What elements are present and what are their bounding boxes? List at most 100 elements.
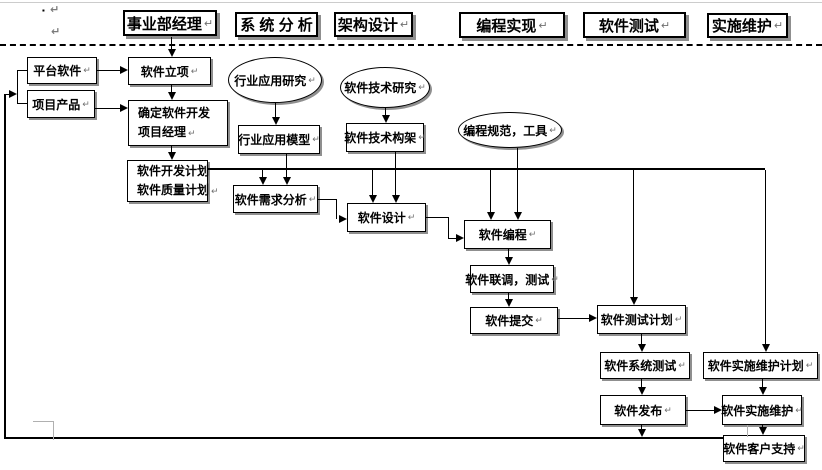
node-project-product: 项目产品↵	[27, 90, 95, 118]
node-software-submission: 软件提交↵	[470, 307, 558, 334]
arrowhead-right	[120, 66, 128, 74]
canvas-top-edge	[0, 2, 822, 3]
paragraph-return-icon: ↵	[551, 273, 559, 284]
trunk-line	[208, 168, 765, 170]
paragraph-return-icon: ↵	[795, 404, 803, 415]
paragraph-return-icon: ↵	[660, 19, 671, 32]
connector-line	[336, 199, 337, 219]
paragraph-return-icon: ↵	[308, 74, 316, 85]
node-software-test-plan: 软件测试计划↵	[597, 305, 686, 334]
arrowhead-right	[9, 90, 17, 98]
node-platform-software: 平台软件↵	[27, 57, 97, 84]
arrowhead-down	[630, 297, 638, 305]
node-label: 软件测试计划	[600, 313, 673, 327]
connector-line	[517, 148, 518, 213]
node-implementation-maintenance: 软件实施维护↵	[721, 395, 803, 425]
node-label: 行业应用模型	[238, 133, 311, 147]
arrowhead-down	[759, 427, 767, 435]
lane-label: 编程实现	[476, 17, 537, 35]
lane-software-testing: 软件测试↵	[583, 12, 686, 38]
connector-line	[558, 318, 589, 319]
arrowhead-down	[638, 429, 646, 437]
bracket-line	[17, 70, 27, 71]
node-implementation-maintenance-plan: 软件实施维护计划↵	[703, 352, 818, 379]
feedback-left-line	[4, 94, 6, 439]
arrowhead-down	[283, 177, 291, 185]
paragraph-return-icon: ↵	[407, 212, 416, 222]
paragraph-return-icon: ↵	[773, 20, 784, 32]
node-determine-project-manager: 确定软件开发 项目经理↵	[128, 100, 228, 146]
paragraph-return-icon: ↵	[678, 360, 686, 370]
node-label-line1: 确定软件开发	[138, 105, 211, 120]
node-software-technology-research: 软件技术研究↵	[340, 67, 430, 108]
paragraph-return-icon: ↵	[805, 360, 814, 370]
paragraph-return-icon: ↵	[538, 19, 548, 32]
connector-line	[275, 103, 276, 118]
connector-line	[171, 37, 172, 50]
arrowhead-down	[505, 257, 513, 265]
arrowhead-down	[168, 49, 176, 57]
node-software-coding: 软件编程↵	[464, 220, 551, 249]
node-label: 软件实施维护计划	[707, 359, 804, 373]
connector-line	[762, 379, 763, 388]
connector-line	[641, 334, 642, 345]
node-label: 软件技术研究	[344, 81, 417, 95]
lane-label: 事业部经理	[126, 15, 202, 33]
connector-line	[372, 170, 373, 196]
node-system-test: 软件系统测试↵	[600, 352, 690, 379]
paragraph-return-icon: ↵	[535, 315, 543, 325]
arrowhead-right	[714, 406, 722, 414]
paragraph-return-icon: ↵	[399, 19, 410, 31]
lane-label: 架构设计	[337, 17, 398, 34]
node-label: 软件联调，测试	[465, 272, 550, 287]
arrowhead-down	[638, 344, 646, 352]
connector-line	[508, 293, 509, 300]
connector-line	[385, 108, 386, 116]
connector-line	[762, 425, 763, 428]
node-customer-support: 软件客户支持↵	[723, 435, 805, 462]
arrowhead-down	[487, 212, 495, 220]
paragraph-return-icon: ↵	[190, 65, 199, 76]
paragraph-return-icon: ↵	[82, 98, 90, 109]
connector-line	[641, 425, 642, 430]
node-software-technology-architecture: 软件技术构架↵	[344, 123, 426, 152]
node-software-design: 软件设计↵	[347, 203, 426, 232]
arrowhead-down	[369, 195, 377, 203]
arrowhead-down	[505, 299, 513, 307]
paragraph-return-icon: ↵	[549, 124, 557, 135]
connector-line	[426, 217, 448, 218]
arrowhead-down	[259, 177, 267, 185]
node-label: 行业应用研究	[234, 73, 307, 88]
connector-line	[448, 238, 457, 239]
paragraph-return-icon: ↵	[308, 193, 317, 204]
node-label: 软件需求分析	[234, 192, 307, 207]
lane-label: 系 统 分 析	[240, 17, 313, 34]
arrowhead-down	[382, 115, 390, 123]
lane-architecture-design: 架构设计↵	[334, 12, 413, 37]
arrowhead-right	[456, 234, 464, 242]
arrowhead-right	[589, 314, 597, 322]
arrowhead-down	[168, 152, 176, 160]
arrowhead-down	[272, 117, 280, 125]
node-label: 软件编程	[478, 228, 527, 242]
node-label-line1: 软件开发计划	[137, 163, 210, 178]
paragraph-return-icon: ↵	[418, 82, 426, 92]
node-joint-debug-test: 软件联调，测试↵	[465, 265, 559, 293]
connector-line	[318, 199, 336, 200]
gray-artifact-line	[747, 425, 748, 437]
connector-line	[490, 170, 491, 213]
paragraph-return-icon: ↵	[203, 17, 214, 30]
arrowhead-down	[514, 212, 522, 220]
node-label: 软件发布	[614, 403, 663, 418]
arrowhead-down	[762, 344, 770, 352]
bracket-line	[17, 103, 27, 104]
connector-line	[286, 154, 287, 178]
paragraph-return-icon: ↵	[50, 4, 60, 16]
node-industry-application-model: 行业应用模型↵	[238, 125, 320, 154]
node-industry-application-research: 行业应用研究↵	[228, 57, 322, 103]
paragraph-return-icon: ↵	[664, 404, 672, 415]
connector-line	[633, 170, 634, 298]
paragraph-return-icon: ↵	[312, 134, 320, 144]
node-label-line2: 软件质量计划↵	[137, 182, 219, 197]
arrowhead-right	[339, 215, 347, 223]
